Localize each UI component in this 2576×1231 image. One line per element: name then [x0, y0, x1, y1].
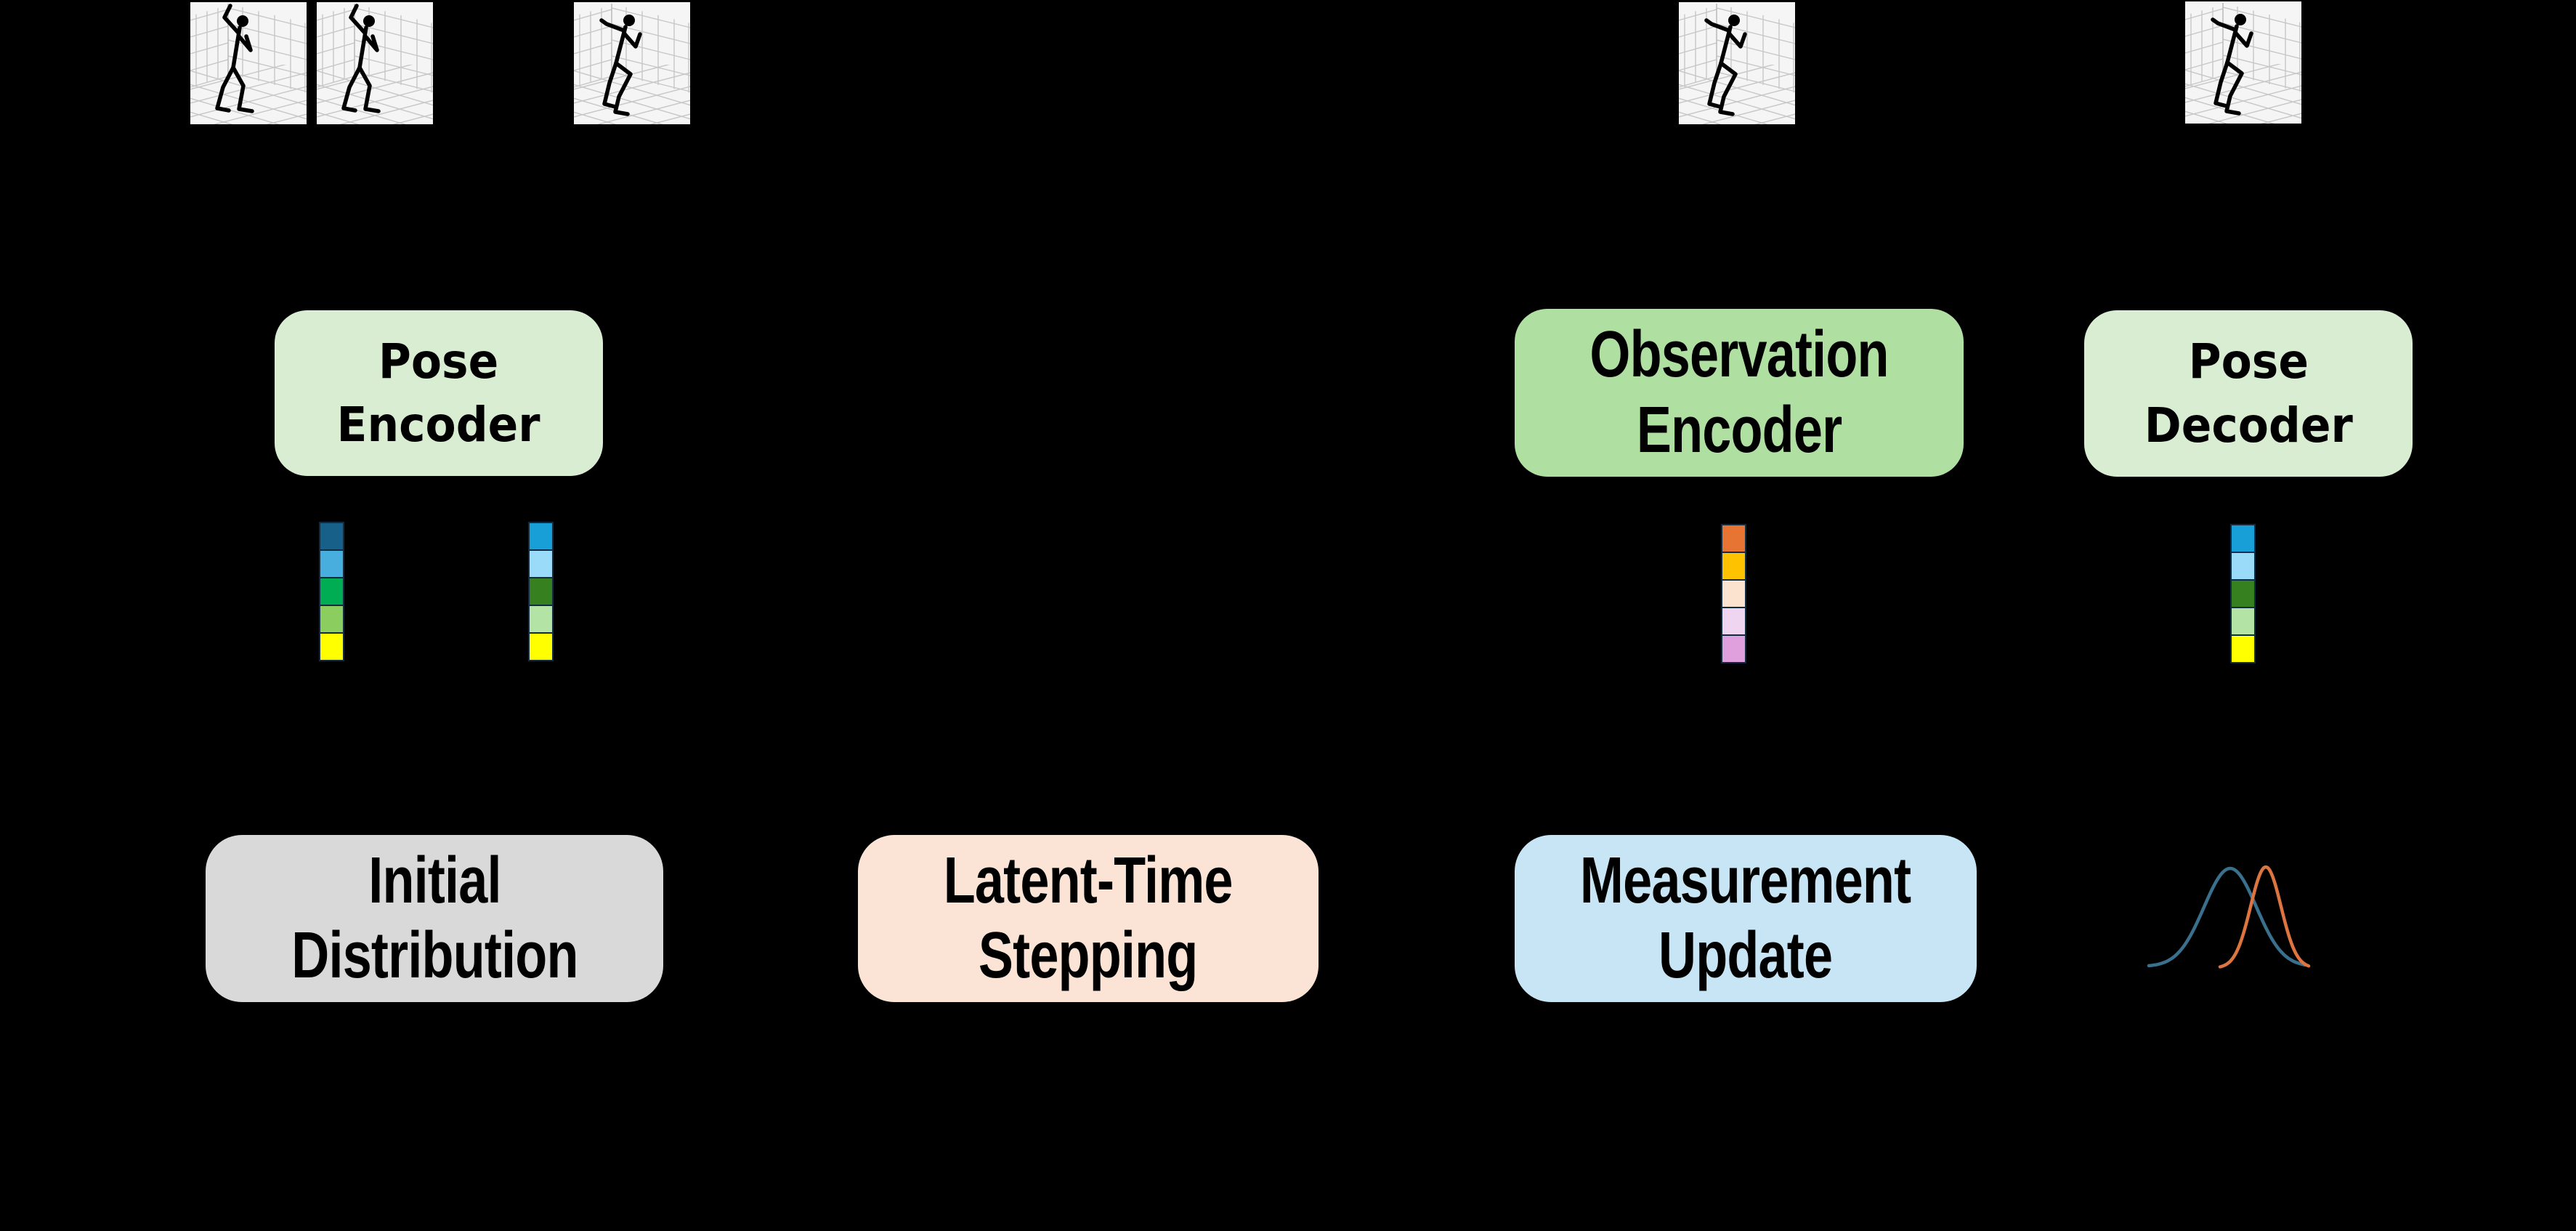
- latent-time-stepping-box: Latent-Time Stepping: [858, 835, 1319, 1002]
- stick-figure-icon: [2211, 14, 2253, 116]
- latent-vector-bar-pose-1: [319, 522, 344, 661]
- stick-figure-icon: [341, 4, 381, 113]
- latent-cell: [320, 605, 343, 632]
- latent-cell: [1722, 607, 1745, 634]
- latent-cell: [1722, 525, 1745, 552]
- pose-scene-svg: [317, 2, 433, 124]
- latent-cell: [2232, 552, 2254, 579]
- latent-vector-bar-observation: [1721, 524, 1746, 663]
- pose-scene-svg: [1679, 2, 1795, 124]
- pose-encoder-box: Pose Encoder: [275, 310, 603, 476]
- observation-encoder-box: Observation Encoder: [1515, 309, 1964, 477]
- latent-cell: [2232, 634, 2254, 662]
- initial-distribution-box: Initial Distribution: [206, 835, 663, 1002]
- blue-gaussian-curve: [2147, 866, 2308, 968]
- stick-figure-icon: [215, 4, 254, 113]
- pose-decoder-box: Pose Decoder: [2084, 310, 2413, 477]
- latent-cell: [1722, 579, 1745, 607]
- latent-time-stepping-label: Latent-Time Stepping: [944, 844, 1234, 993]
- decoded-pose-panel: [2185, 1, 2301, 124]
- pose-input-panel-1: [190, 2, 307, 124]
- pose-scene-svg: [2185, 1, 2301, 124]
- latent-cell: [1722, 552, 1745, 579]
- observation-encoder-label: Observation Encoder: [1589, 318, 1889, 467]
- observation-panel: [1679, 2, 1795, 124]
- pose-decoder-label: Pose Decoder: [2144, 334, 2353, 453]
- gaussian-distributions-plot: [2147, 865, 2311, 969]
- latent-cell: [320, 549, 343, 577]
- initial-distribution-label: Initial Distribution: [291, 844, 578, 993]
- room-grid-icon: [2185, 3, 2301, 124]
- latent-cell: [320, 523, 343, 549]
- latent-vector-bar-decoded: [2230, 524, 2256, 663]
- room-grid-icon: [574, 4, 690, 124]
- latent-cell: [2232, 607, 2254, 634]
- orange-gaussian-curve: [2218, 865, 2311, 969]
- latent-cell: [2232, 525, 2254, 552]
- pose-scene-svg: [574, 2, 690, 124]
- room-grid-icon: [190, 4, 307, 124]
- latent-vector-bar-pose-2: [528, 522, 554, 661]
- latent-cell: [530, 605, 552, 632]
- pose-encoder-label: Pose Encoder: [336, 333, 541, 453]
- pose-input-panel-3: [574, 2, 690, 124]
- stick-figure-icon: [1704, 15, 1747, 116]
- measurement-update-box: Measurement Update: [1515, 835, 1977, 1002]
- latent-cell: [530, 577, 552, 605]
- measurement-update-label: Measurement Update: [1580, 844, 1911, 993]
- latent-cell: [320, 632, 343, 660]
- latent-cell: [1722, 634, 1745, 662]
- latent-cell: [530, 523, 552, 549]
- stick-figure-icon: [599, 15, 642, 116]
- pose-input-panel-2: [317, 2, 433, 124]
- latent-cell: [320, 577, 343, 605]
- latent-cell: [530, 632, 552, 660]
- latent-cell: [2232, 579, 2254, 607]
- pose-scene-svg: [190, 2, 307, 124]
- latent-cell: [530, 549, 552, 577]
